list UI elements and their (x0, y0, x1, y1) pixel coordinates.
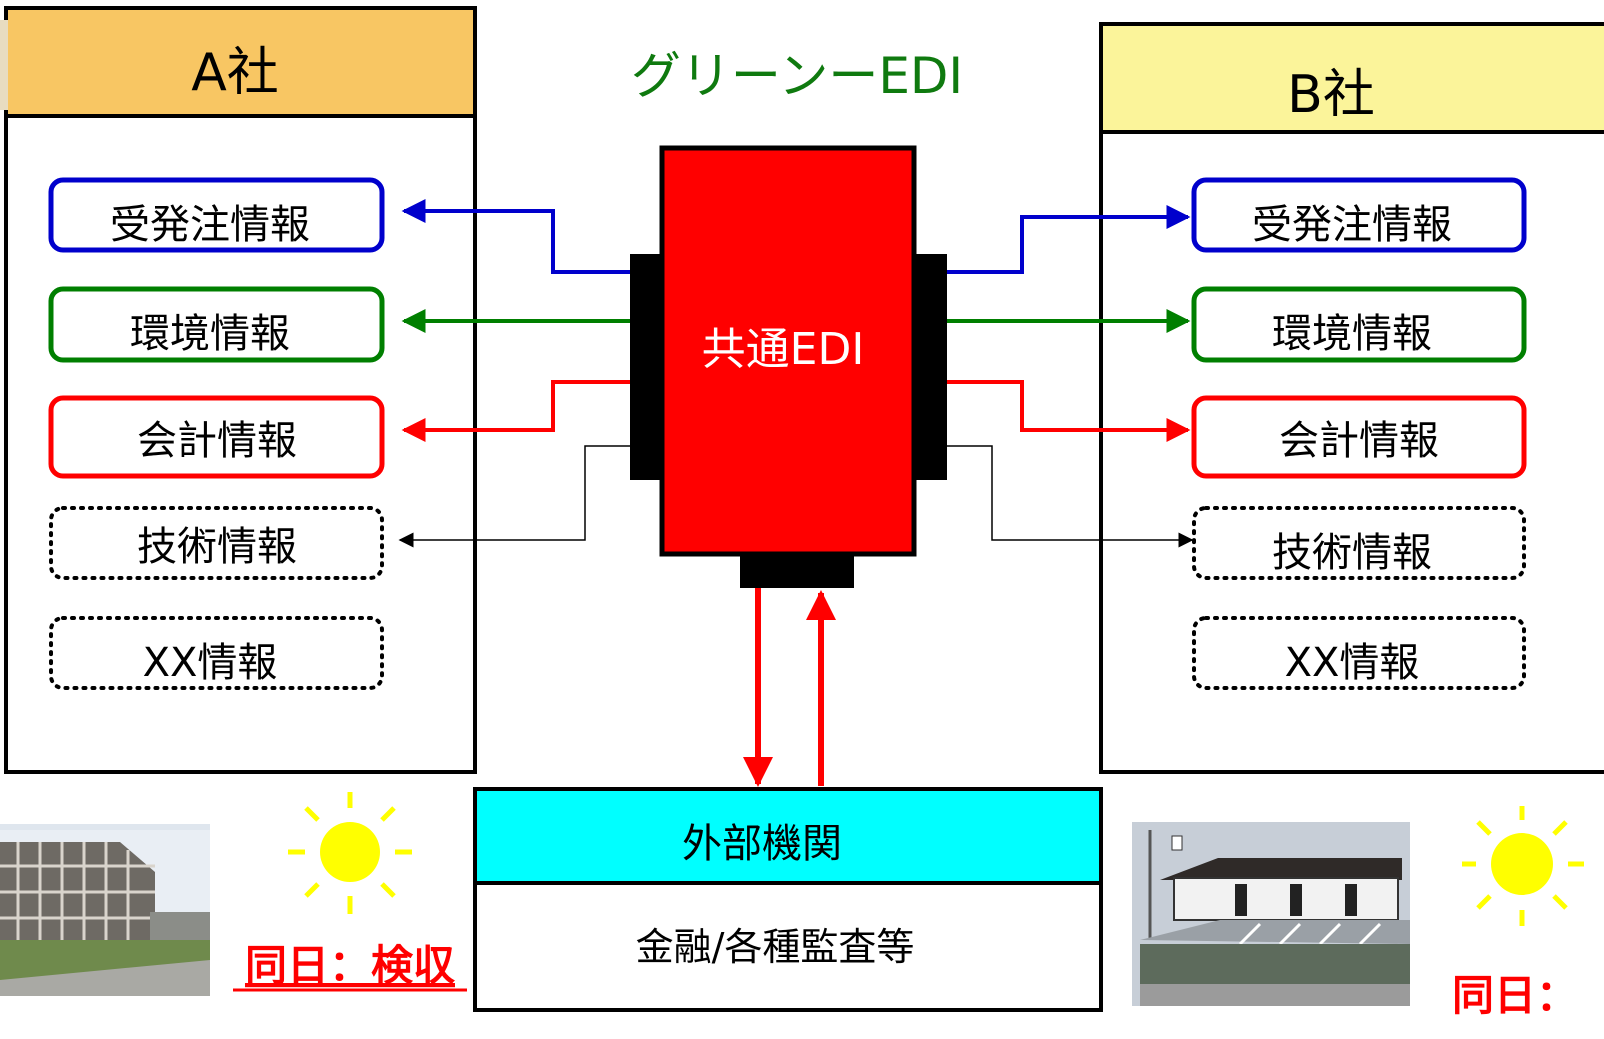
company-a-building-photo (0, 824, 210, 996)
company-b-item-2: 環境情報 (1191, 286, 1527, 363)
external-header-label: 外部機関 (682, 821, 842, 867)
company-a-caption: 同日：検収 (245, 941, 455, 990)
company-a-item-1: 受発注情報 (48, 177, 385, 253)
arrow-to-b-technical (947, 445, 1194, 548)
arrow-to-a-order (401, 199, 630, 274)
external-organization-box: 外部機関 金融/各種監査等 (473, 787, 1103, 1012)
edge-decoration (0, 20, 8, 110)
sun-icon (288, 792, 412, 914)
arrow-to-a-accounting (401, 380, 630, 442)
sun-icon (1462, 806, 1584, 926)
company-b-item-1: 受発注情報 (1191, 177, 1527, 253)
company-a-item-3: 会計情報 (48, 395, 385, 479)
company-b-caption: 同日： (1452, 971, 1578, 1020)
hub-body (659, 145, 917, 557)
hub-bottom-connector (740, 552, 854, 588)
arrow-to-b-accounting (947, 380, 1191, 442)
hub-left-connector (630, 254, 664, 480)
arrow-to-b-order (947, 205, 1191, 274)
company-b-item-label: 技術情報 (1272, 530, 1432, 576)
hub-label: 共通EDI (702, 324, 865, 375)
arrow-to-a-technical (398, 445, 630, 548)
company-b-item-5: XX情報 (1192, 616, 1526, 690)
company-a-item-label: 環境情報 (130, 311, 290, 357)
company-a-item-label: XX情報 (143, 640, 278, 686)
company-a-header (8, 10, 473, 116)
company-a-item-5: XX情報 (49, 616, 384, 690)
company-a-item-label: 技術情報 (137, 524, 297, 570)
company-b-item-label: 環境情報 (1272, 311, 1432, 357)
company-b-item-3: 会計情報 (1191, 395, 1527, 479)
common-edi-hub: 共通EDI (630, 145, 947, 588)
company-b-header (1103, 26, 1604, 132)
company-a-item-4: 技術情報 (49, 506, 384, 580)
company-a-item-2: 環境情報 (48, 286, 385, 363)
company-b-item-label: 受発注情報 (1252, 202, 1452, 248)
company-b-item-label: XX情報 (1285, 640, 1420, 686)
company-b-name: B社 (1287, 65, 1375, 125)
company-a-item-label: 会計情報 (137, 418, 297, 464)
company-b-building-photo (1132, 822, 1410, 1006)
company-a-name: A社 (191, 43, 279, 103)
company-b-item-4: 技術情報 (1192, 506, 1526, 580)
company-b-item-label: 会計情報 (1279, 418, 1439, 464)
hub-right-connector (913, 254, 947, 480)
external-header (477, 791, 1099, 882)
company-a-item-label: 受発注情報 (110, 202, 310, 248)
external-body-label: 金融/各種監査等 (636, 925, 915, 969)
diagram-title: グリーンーEDI (631, 47, 963, 105)
